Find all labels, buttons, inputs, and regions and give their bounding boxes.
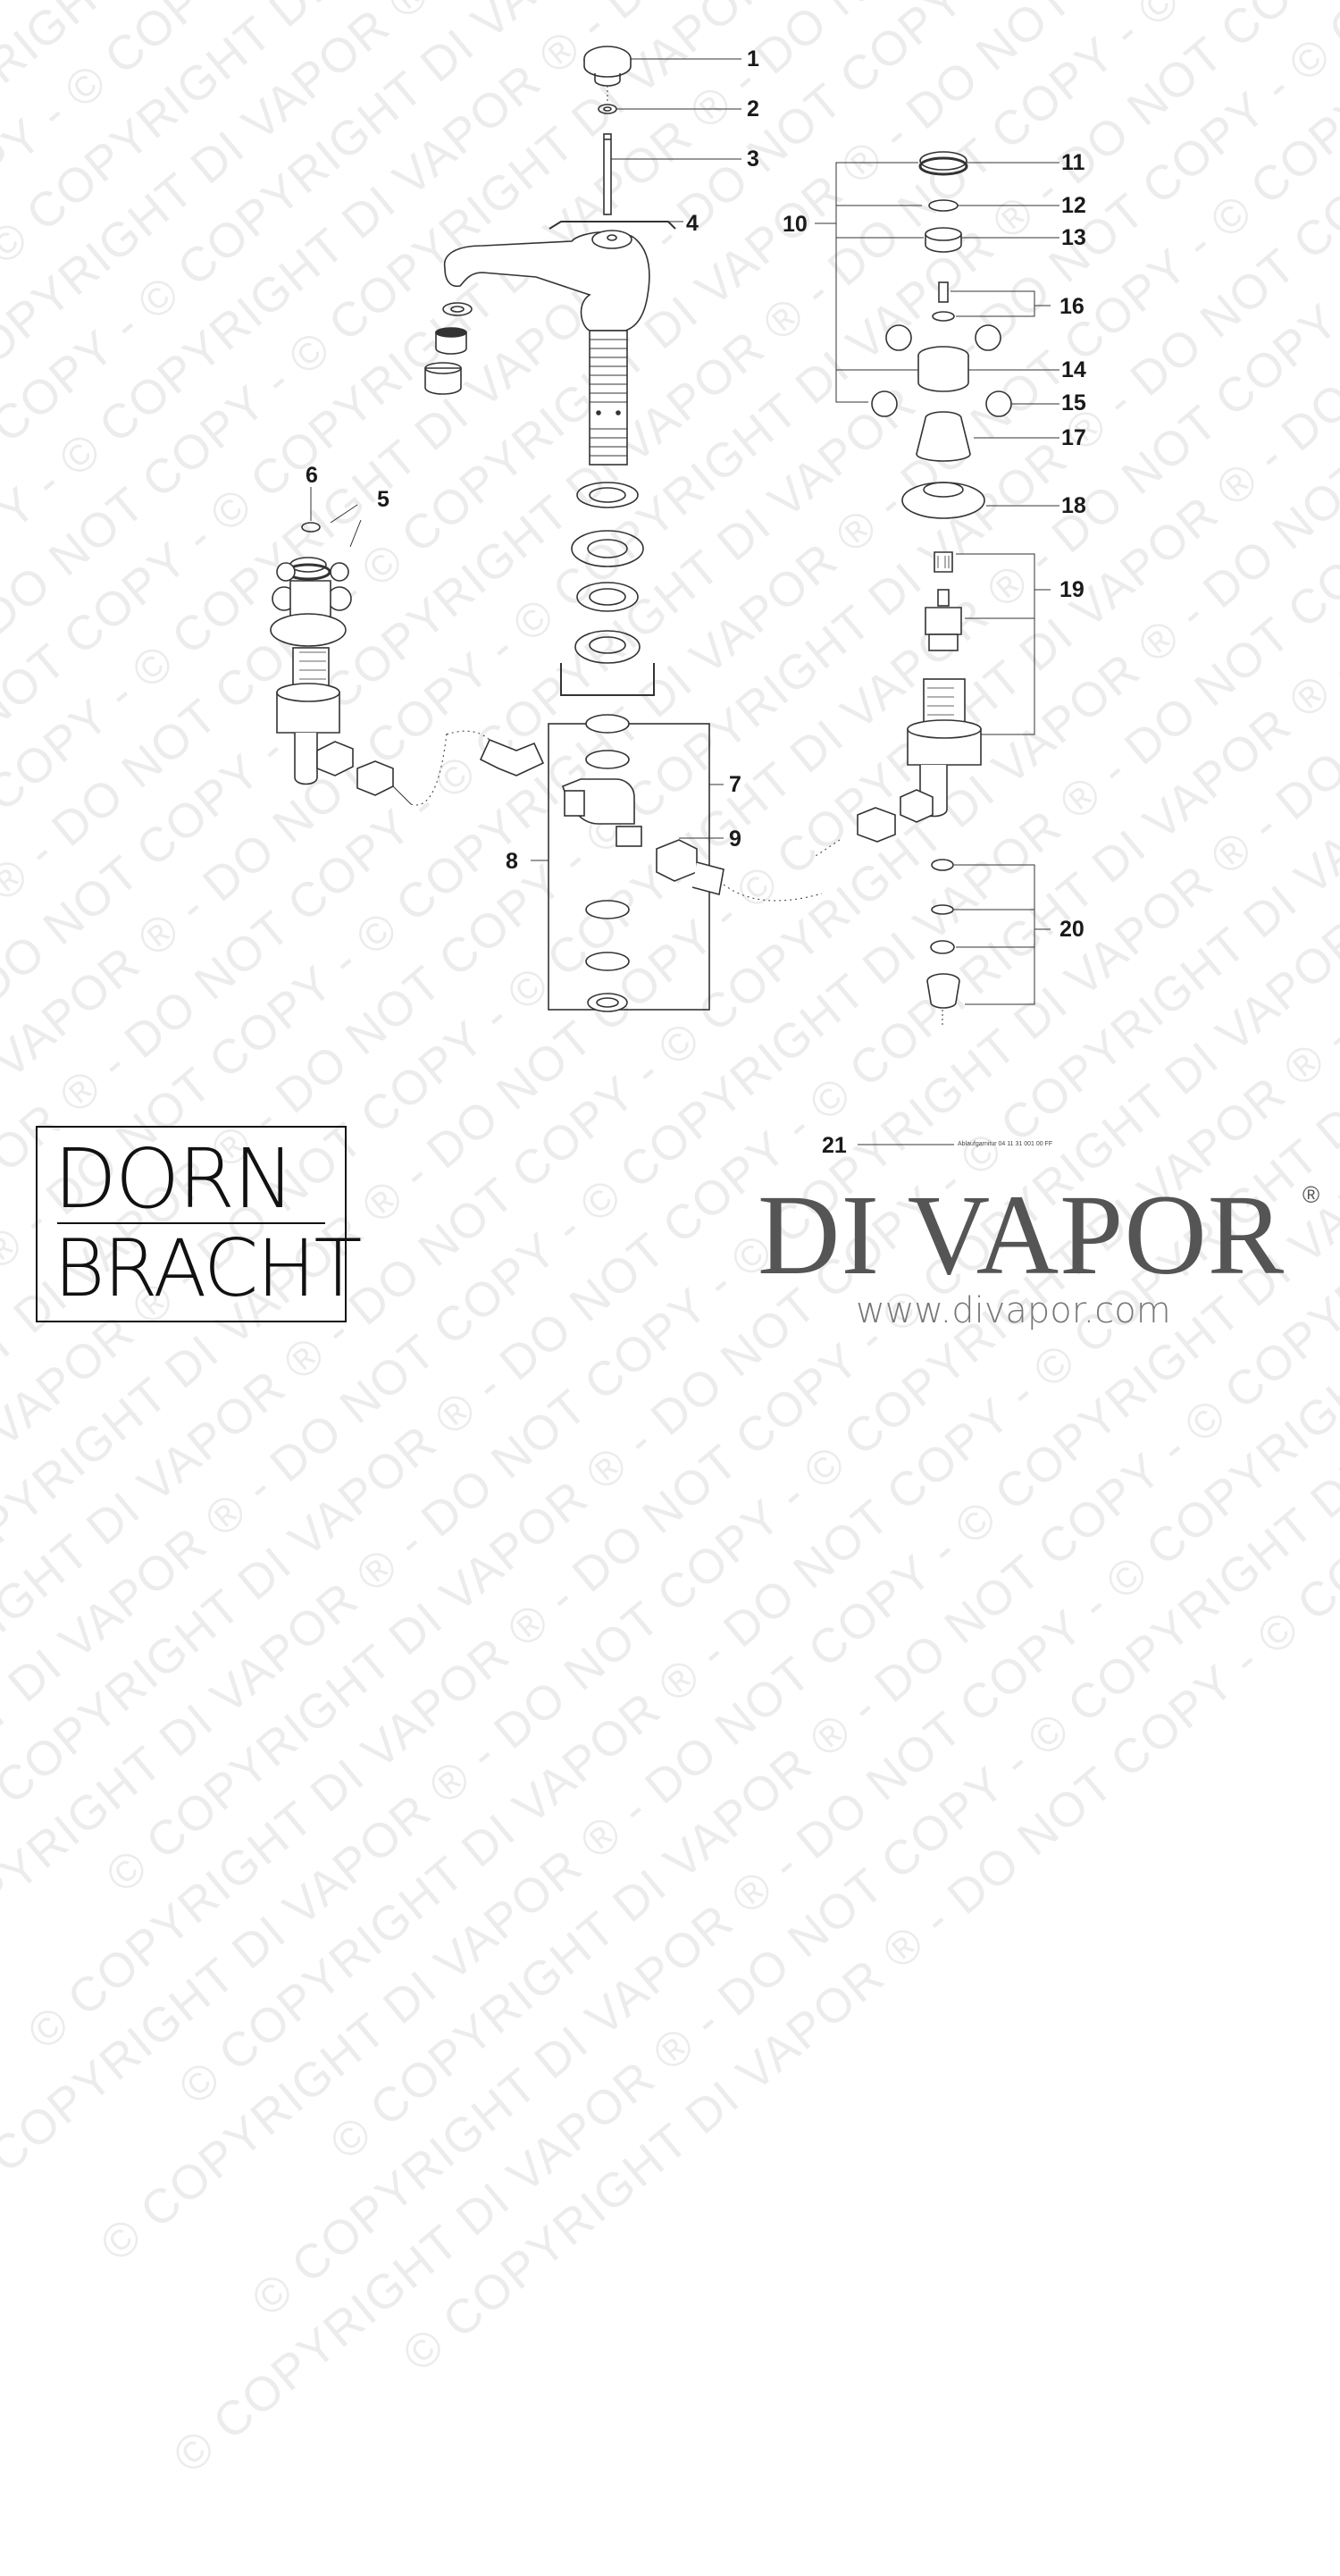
part-1-knob [583,46,632,87]
part-9-nut-hose [656,837,823,902]
callout-10: 10 [783,212,808,237]
callout-7: 7 [729,772,741,797]
callout-13: 13 [1061,225,1086,250]
callout-17: 17 [1061,425,1086,450]
callout-2: 2 [747,96,759,122]
registered-icon: ® [1302,1181,1320,1208]
callout-15: 15 [1061,390,1086,415]
center-washers [560,482,655,696]
callout-8: 8 [506,849,518,874]
dornbracht-logo-rule [57,1222,325,1224]
divapor-logo: DI VAPOR ® www.divapor.com [758,1171,1319,1331]
callout-21: 21 [822,1133,847,1158]
spout-body [443,230,650,466]
callout-18: 18 [1061,493,1086,518]
divapor-logo-name: DI VAPOR [758,1171,1286,1298]
exploded-parts-diagram [270,46,1059,1145]
callout-16: 16 [1059,294,1085,319]
right-valve [812,151,1059,1028]
callout-1: 1 [747,46,759,71]
dornbracht-logo-bottom: BRACHT [54,1222,362,1314]
tee-assembly [531,714,724,1012]
dornbracht-logo-top: DORN [54,1131,295,1227]
callout-12: 12 [1061,193,1086,218]
left-hose-connector [446,730,545,776]
callout-9: 9 [729,827,741,852]
callout-4: 4 [686,211,699,236]
dornbracht-logo: DORN BRACHT [36,1126,362,1322]
part-2-washer [598,104,617,114]
left-valve [270,487,448,806]
callout-6: 6 [306,463,318,488]
callout-5: 5 [377,487,389,512]
callout-19: 19 [1059,577,1085,602]
callout-14: 14 [1061,357,1086,382]
callout-11: 11 [1061,150,1085,175]
part-4-lever-plate [549,221,683,230]
part-21-note: Ablaufgarnitur 04 11 31 001 00 FF [958,1141,1053,1147]
aerator-parts [424,302,473,395]
divapor-url: www.divapor.com [856,1290,1171,1331]
part-3-rod [603,133,612,215]
callout-20: 20 [1059,917,1085,942]
callout-3: 3 [747,147,759,172]
